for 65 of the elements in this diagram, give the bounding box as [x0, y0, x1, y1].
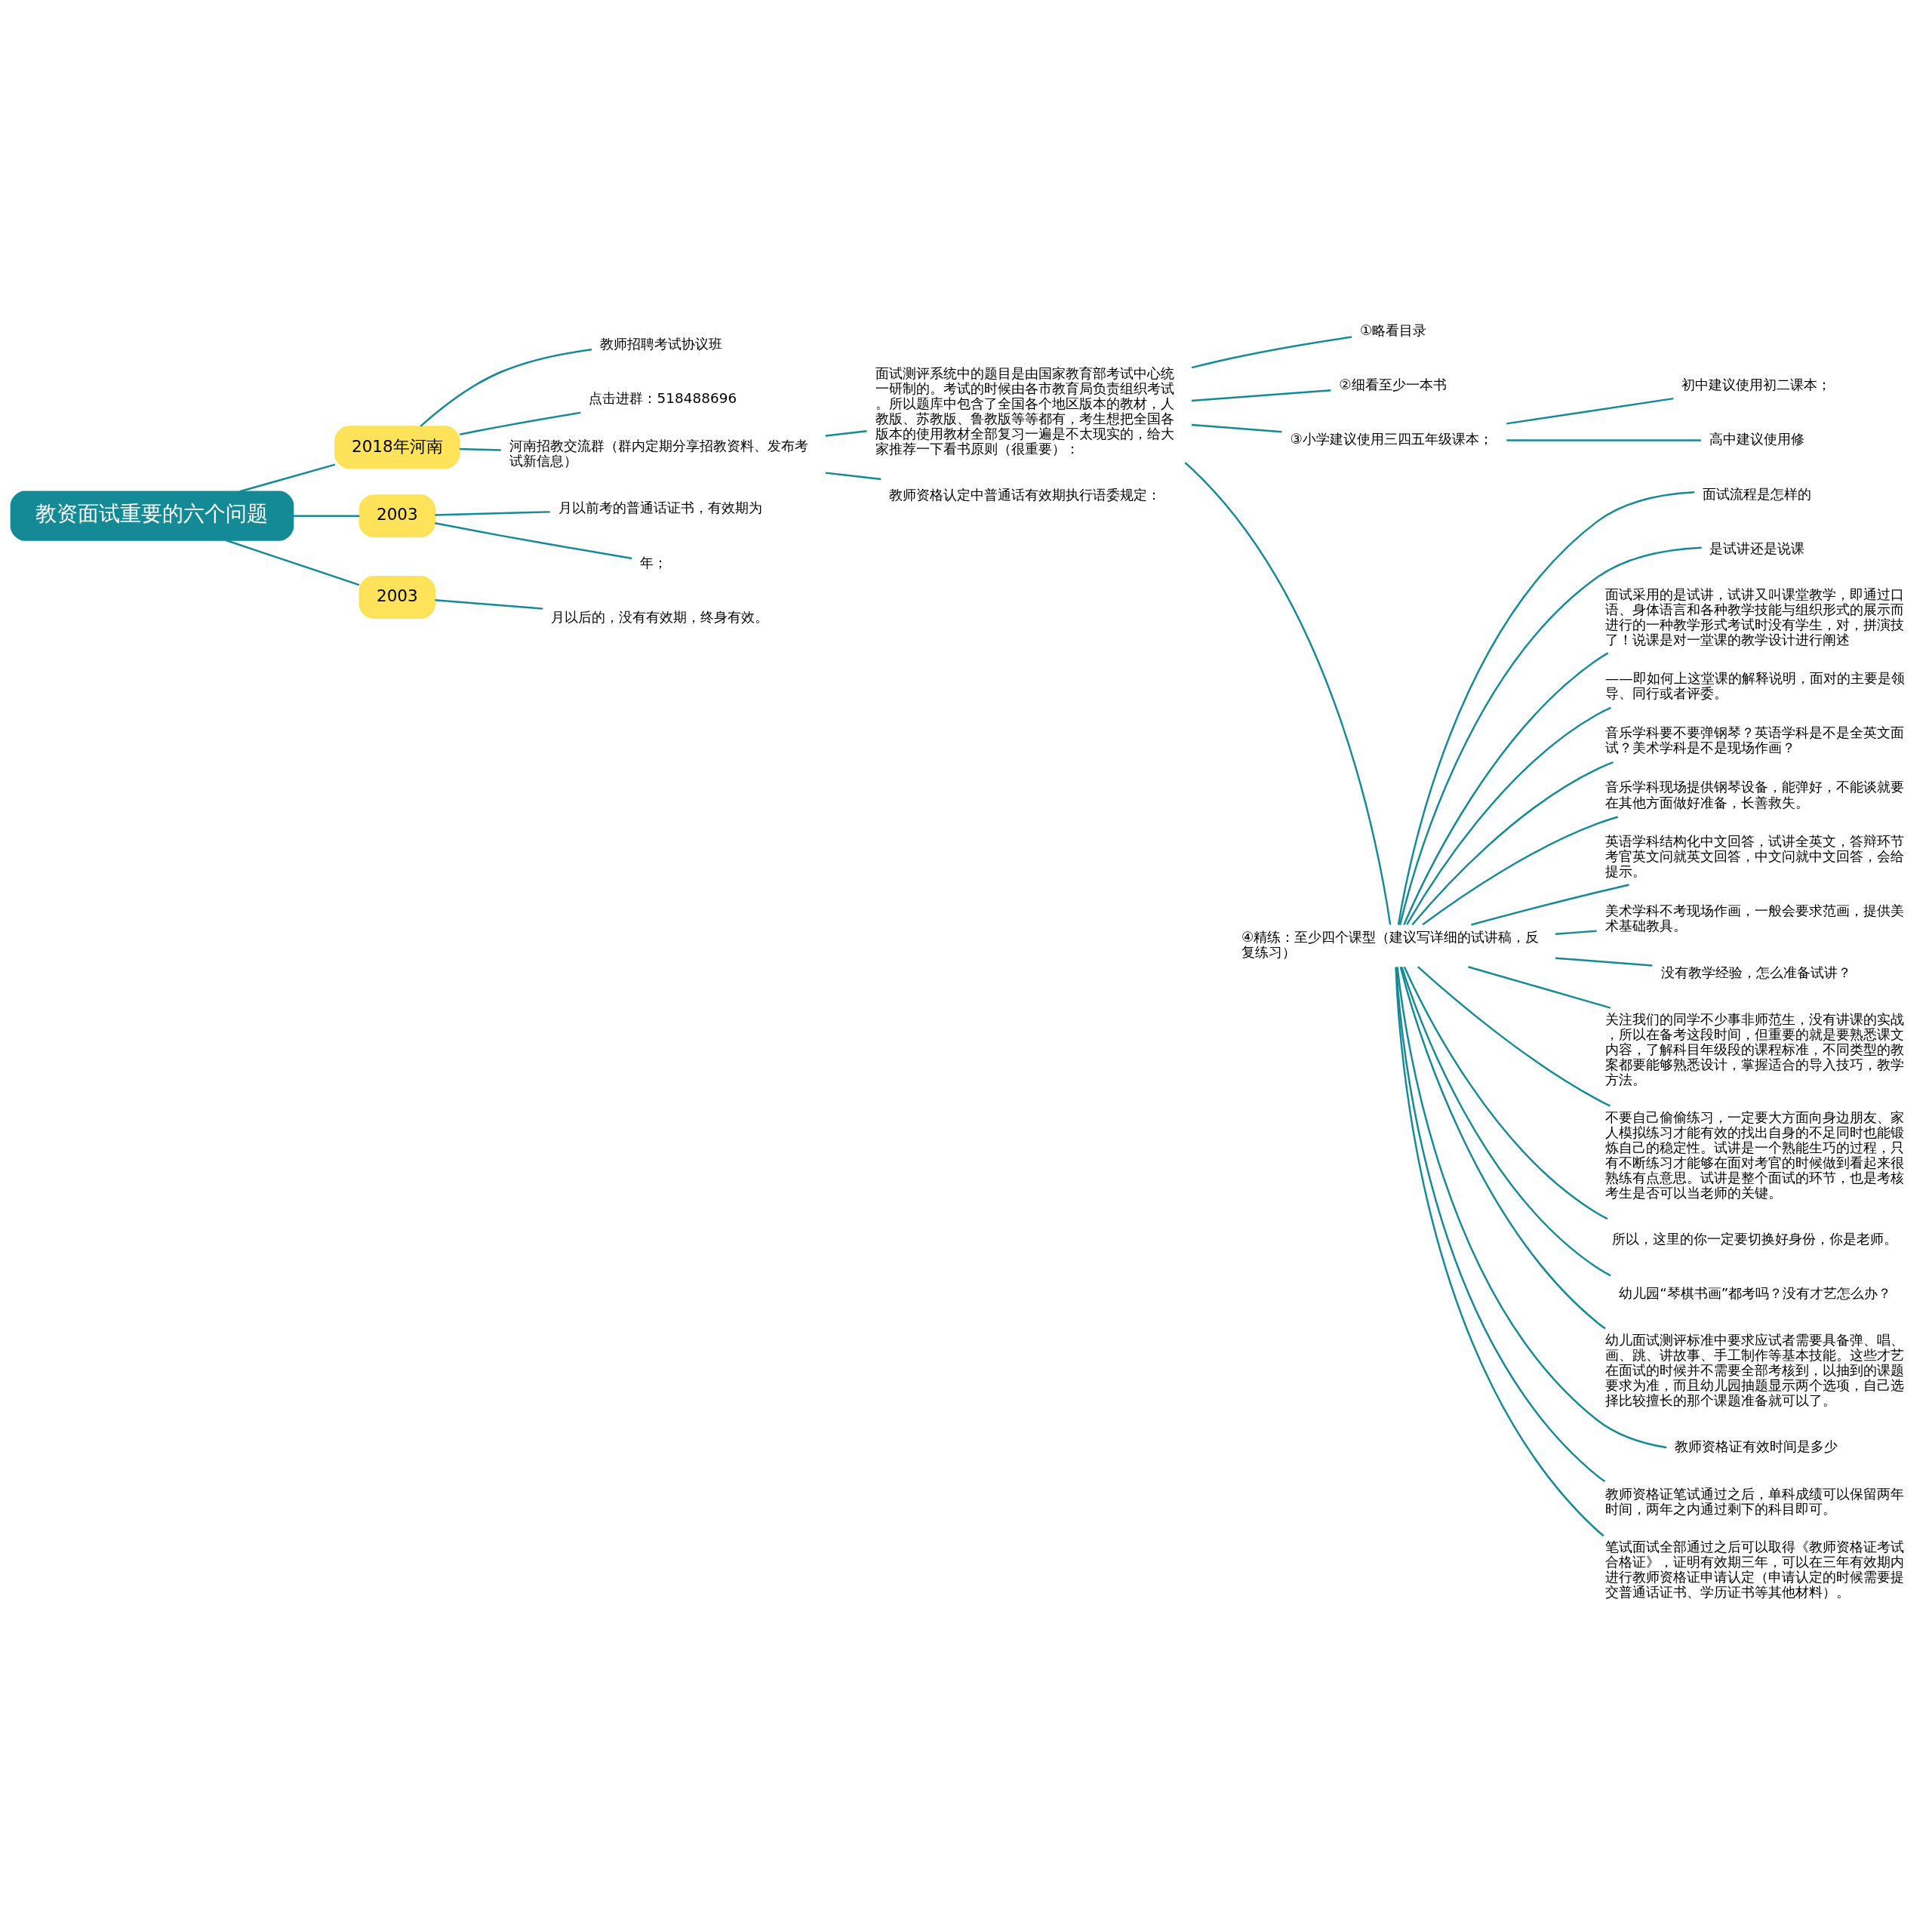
connector [1184, 462, 1392, 925]
connector [1403, 652, 1609, 925]
connector [1506, 439, 1701, 441]
connector [239, 463, 336, 493]
connector [1399, 967, 1606, 1330]
connector [1411, 761, 1614, 926]
connector [1468, 966, 1611, 1009]
node-text: ①略看目录 [1359, 321, 1427, 338]
node-text: ③小学建议使用三四五年级课本； [1290, 431, 1494, 447]
node-text: 月以后的，没有有效期，终身有效。 [551, 608, 769, 625]
node-text: 高中建议使用修 [1709, 431, 1805, 447]
node-box: 2018年河南 [334, 426, 460, 469]
connector [1506, 397, 1674, 425]
connector [1471, 884, 1629, 926]
node-text: 是试讲还是说课 [1709, 540, 1805, 557]
node-box: 2003 [358, 494, 436, 538]
connector [435, 522, 632, 560]
connector [1555, 930, 1597, 935]
connector [459, 411, 581, 435]
node-text: ——即如何上这堂课的解释说明，面对的主要是领导、同行或者评委。 [1604, 669, 1905, 701]
node-text: 面试流程是怎样的 [1703, 485, 1812, 502]
node-text: 没有教学经验，怎么准备试讲？ [1660, 964, 1851, 981]
connector [1417, 966, 1611, 1107]
node-text: 教师资格证笔试通过之后，单科成绩可以保留两年时间，两年之内通过剩下的科目即可。 [1604, 1485, 1904, 1517]
node-text: 英语学科结构化中文回答，试讲全英文，答辩环节考官英文问就英文回答，中文问就中文回答，会给提示。 [1604, 833, 1904, 880]
node-text: 面试采用的是试讲，试讲又叫课堂教学，即通过口语、身体语言和各种教学技能与组织形式的展示而进行的一种教学形式考试时没有学生，对，拼演技了！说课是对一堂课的教学设计进行阐述 [1604, 586, 1904, 647]
node-text: 所以，这里的你一定要切换好身份，你是老师。 [1612, 1230, 1898, 1247]
node-text: ②细看至少一本书 [1339, 377, 1447, 393]
connector [226, 539, 360, 586]
connector [435, 511, 550, 516]
connector [459, 447, 501, 451]
connector [1191, 423, 1282, 433]
node-text: 教师招聘考试协议班 [600, 336, 723, 352]
node-text: 点击进群：518488696 [589, 390, 737, 407]
connector [825, 472, 881, 481]
connector [1396, 967, 1667, 1449]
connector [1403, 966, 1608, 1220]
connector [825, 430, 867, 437]
connector [1555, 957, 1653, 967]
connector [435, 599, 543, 610]
connector [1191, 336, 1352, 369]
node-text: ④精练：至少四个课型（建议写详细的试讲稿，反复练习） [1241, 929, 1540, 961]
connector [1191, 389, 1331, 402]
node-box: 教资面试重要的六个问题 [10, 491, 294, 541]
node-text: 幼儿园“琴棋书画”都考吗？没有才艺怎么办？ [1619, 1284, 1892, 1301]
node-text: 月以前考的普通话证书，有效期为 [558, 500, 762, 516]
connector [1422, 816, 1619, 926]
connector [293, 515, 360, 517]
node-text: 不要自己偷偷练习，一定要大方面向身边朋友、家人模拟练习才能有效的找出自身的不足同时也能锻炼自己的稳定性。试讲是一个熟能生巧的过程，只有不断练习才能够在面对考官的时候做到看起来很熟练有点意思。试讲是整个面试的环节，也是考核考生是否可以当老师的关键。 [1604, 1109, 1904, 1201]
node-text: 音乐学科要不要弹钢琴？英语学科是不是全英文面试？美术学科是不是现场作画？ [1604, 724, 1904, 756]
node-text: 年； [640, 554, 668, 570]
node-text: 笔试面试全部通过之后可以取得《教师资格证考试合格证》，证明有效期三年，可以在三年有效期内进行教师资格证申请认定（申请认定的时候需要提交普通话证书、学历证书等其他材料）。 [1604, 1539, 1904, 1601]
node-text: 美术学科不考现场作画，一般会要求范画，提供美术基础教具。 [1604, 902, 1904, 933]
node-text: 初中建议使用初二课本； [1681, 377, 1832, 393]
node-text: 面试测评系统中的题目是由国家教育部考试中心统一研制的。考试的时候由各市教育局负责组织考试。所以题库中包含了全国各个地区版本的教材，人教版、苏教版、鲁教版等等都有，考生想把全国各版本的使用教材全部复习一遍是不太现实的，给大家推荐一下看书原则（很重要）： [875, 365, 1174, 457]
node-text: 河南招教交流群（群内定期分享招教资料、发布考试新信息） [509, 437, 808, 469]
node-text: 音乐学科现场提供钢琴设备，能弹好，不能谈就要在其他方面做好准备，长善救失。 [1604, 779, 1904, 810]
node-text: 教师资格认定中普通话有效期执行语委规定： [889, 487, 1161, 503]
connector [1401, 967, 1611, 1277]
connector [420, 349, 592, 427]
node-text: 教师资格证有效时间是多少 [1675, 1438, 1838, 1455]
connector [1406, 706, 1611, 925]
node-text: 关注我们的同学不少事非师范生，没有讲课的实战，所以在备考这段时间，但重要的就是要熟悉课文内容，了解科目年级段的课程标准，不同类型的教案都要能够熟悉设计，掌握适合的导入技巧，教学方法。 [1604, 1010, 1904, 1087]
node-text: 幼儿面试测评标准中要求应试者需要具备弹、唱、画、跳、讲故事、手工制作等基本技能。这些才艺在面试的时候并不需要全部考核到，以抽到的课题要求为准，而且幼儿园抽题显示两个选项，自己选择比较擅长的那个课题准备就可以了。 [1604, 1331, 1904, 1408]
node-box: 2003 [358, 575, 436, 619]
